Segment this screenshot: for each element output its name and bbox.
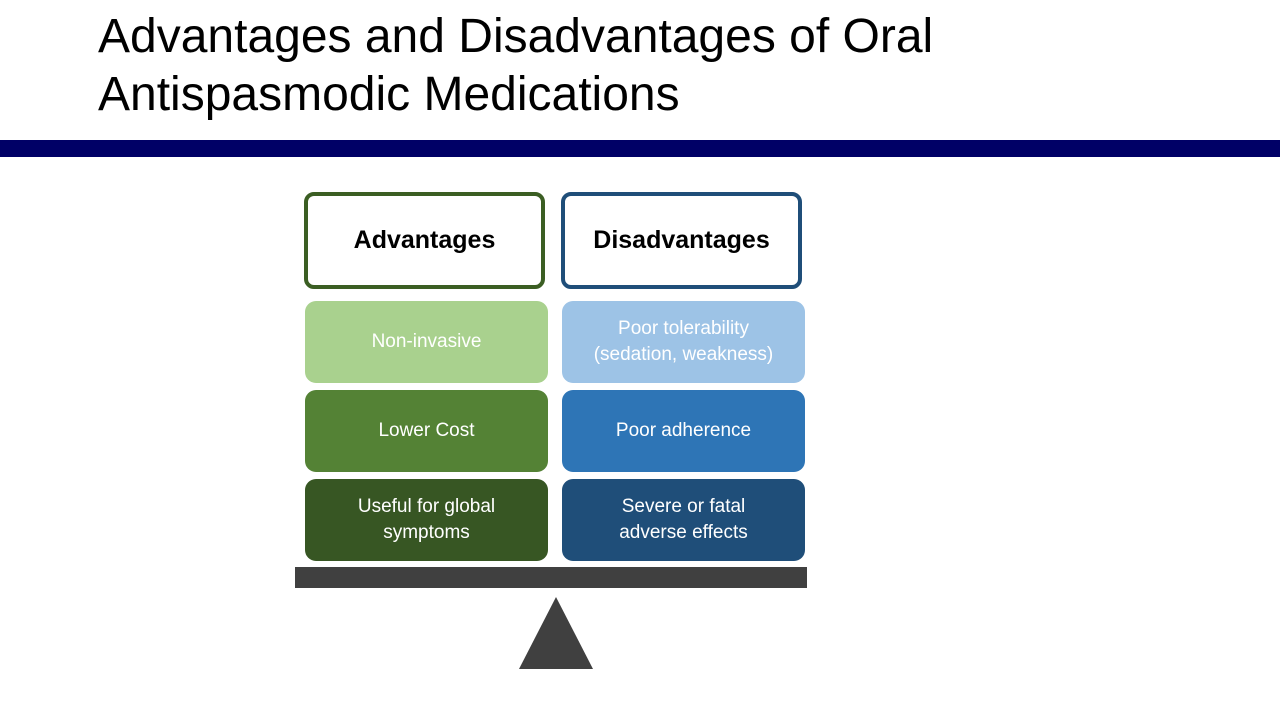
disadvantage-item: Poor tolerability (sedation, weakness): [562, 301, 805, 383]
advantage-item: Lower Cost: [305, 390, 548, 472]
advantage-item: Non-invasive: [305, 301, 548, 383]
advantages-header: Advantages: [304, 192, 545, 289]
scale-fulcrum: [519, 597, 593, 669]
advantage-item: Useful for global symptoms: [305, 479, 548, 561]
disadvantage-item: Poor adherence: [562, 390, 805, 472]
disadvantage-item: Severe or fatal adverse effects: [562, 479, 805, 561]
title-underline-bar: [0, 140, 1280, 157]
slide-title: Advantages and Disadvantages of Oral Ant…: [98, 10, 934, 121]
disadvantages-header: Disadvantages: [561, 192, 802, 289]
scale-beam: [295, 567, 807, 588]
